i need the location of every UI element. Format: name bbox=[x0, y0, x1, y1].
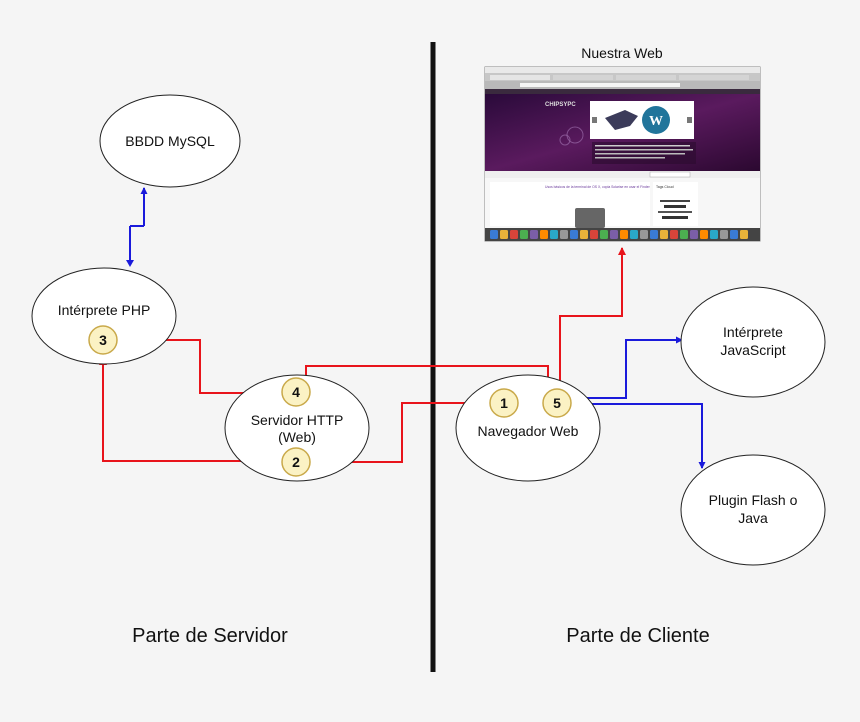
js-interpreter-node bbox=[680, 286, 826, 398]
client-section-label: Parte de Cliente bbox=[566, 625, 709, 647]
dock-app-icon bbox=[590, 230, 598, 239]
http-server-label-1: Servidor HTTP bbox=[251, 412, 344, 428]
js-interpreter-label-2: JavaScript bbox=[720, 342, 785, 358]
dock-app-icon bbox=[500, 230, 508, 239]
step-badge-1: 1 bbox=[489, 388, 519, 418]
dock-icons bbox=[490, 230, 748, 239]
mysql-node bbox=[99, 94, 241, 188]
dock-app-icon bbox=[740, 230, 748, 239]
svg-text:CHIPSYPC: CHIPSYPC bbox=[545, 102, 576, 108]
flash-plugin-label-2: Java bbox=[738, 510, 768, 526]
http-server-label-2: (Web) bbox=[278, 429, 316, 445]
robot-figure-icon bbox=[605, 110, 638, 130]
dock-app-icon bbox=[680, 230, 688, 239]
site-nav bbox=[485, 89, 760, 94]
dock-app-icon bbox=[540, 230, 548, 239]
step-badge-3: 3 bbox=[88, 325, 118, 355]
dock-app-icon bbox=[720, 230, 728, 239]
dock-app-icon bbox=[660, 230, 668, 239]
site-tag-cloud: Tags Cloud bbox=[656, 185, 674, 189]
website-screenshot: CHIPSYPC W Usos básicos de la terminal d… bbox=[484, 66, 761, 242]
dock-app-icon bbox=[650, 230, 658, 239]
js-interpreter-label-1: Intérprete bbox=[723, 324, 783, 340]
step-4-number: 4 bbox=[292, 384, 300, 400]
mysql-label: BBDD MySQL bbox=[125, 133, 215, 149]
http-server-node bbox=[224, 374, 370, 482]
step-badge-4: 4 bbox=[281, 377, 311, 407]
site-date-bar bbox=[485, 171, 760, 178]
step-3-number: 3 bbox=[99, 332, 107, 348]
dock-app-icon bbox=[620, 230, 628, 239]
browser-menubar bbox=[485, 67, 760, 73]
dock-app-icon bbox=[610, 230, 618, 239]
dock-app-icon bbox=[510, 230, 518, 239]
dock-app-icon bbox=[670, 230, 678, 239]
dock-app-icon bbox=[700, 230, 708, 239]
step-badge-5: 5 bbox=[542, 388, 572, 418]
dock-app-icon bbox=[630, 230, 638, 239]
svg-text:W: W bbox=[649, 114, 663, 129]
dock-app-icon bbox=[550, 230, 558, 239]
browser-label: Navegador Web bbox=[478, 423, 579, 439]
browser-flash-connector bbox=[570, 400, 706, 469]
dock-app-icon bbox=[690, 230, 698, 239]
dock-app-icon bbox=[490, 230, 498, 239]
step-5-number: 5 bbox=[553, 395, 561, 411]
site-post-title: Usos básicos de la terminal de OS X, cop… bbox=[545, 185, 651, 189]
flow-2-to-3 bbox=[99, 357, 283, 462]
step-1-number: 1 bbox=[500, 395, 508, 411]
dock-app-icon bbox=[560, 230, 568, 239]
flash-plugin-node bbox=[680, 454, 826, 566]
step-badge-2: 2 bbox=[281, 447, 311, 477]
dock-app-icon bbox=[580, 230, 588, 239]
server-section-label: Parte de Servidor bbox=[132, 625, 288, 647]
php-node bbox=[31, 267, 177, 365]
dock-app-icon bbox=[640, 230, 648, 239]
flow-5-to-web bbox=[559, 247, 626, 390]
dock-app-icon bbox=[570, 230, 578, 239]
php-mysql-arrow-down bbox=[126, 260, 134, 267]
step-2-number: 2 bbox=[292, 454, 300, 470]
browser-js-connector bbox=[570, 336, 683, 402]
flow-1-to-2 bbox=[310, 402, 490, 466]
website-title: Nuestra Web bbox=[581, 45, 663, 61]
php-label: Intérprete PHP bbox=[58, 302, 151, 318]
dock-app-icon bbox=[530, 230, 538, 239]
dock-app-icon bbox=[730, 230, 738, 239]
dock-app-icon bbox=[600, 230, 608, 239]
flash-plugin-label-1: Plugin Flash o bbox=[709, 492, 798, 508]
wordpress-logo-icon bbox=[642, 106, 670, 134]
dock-app-icon bbox=[520, 230, 528, 239]
dock-app-icon bbox=[710, 230, 718, 239]
